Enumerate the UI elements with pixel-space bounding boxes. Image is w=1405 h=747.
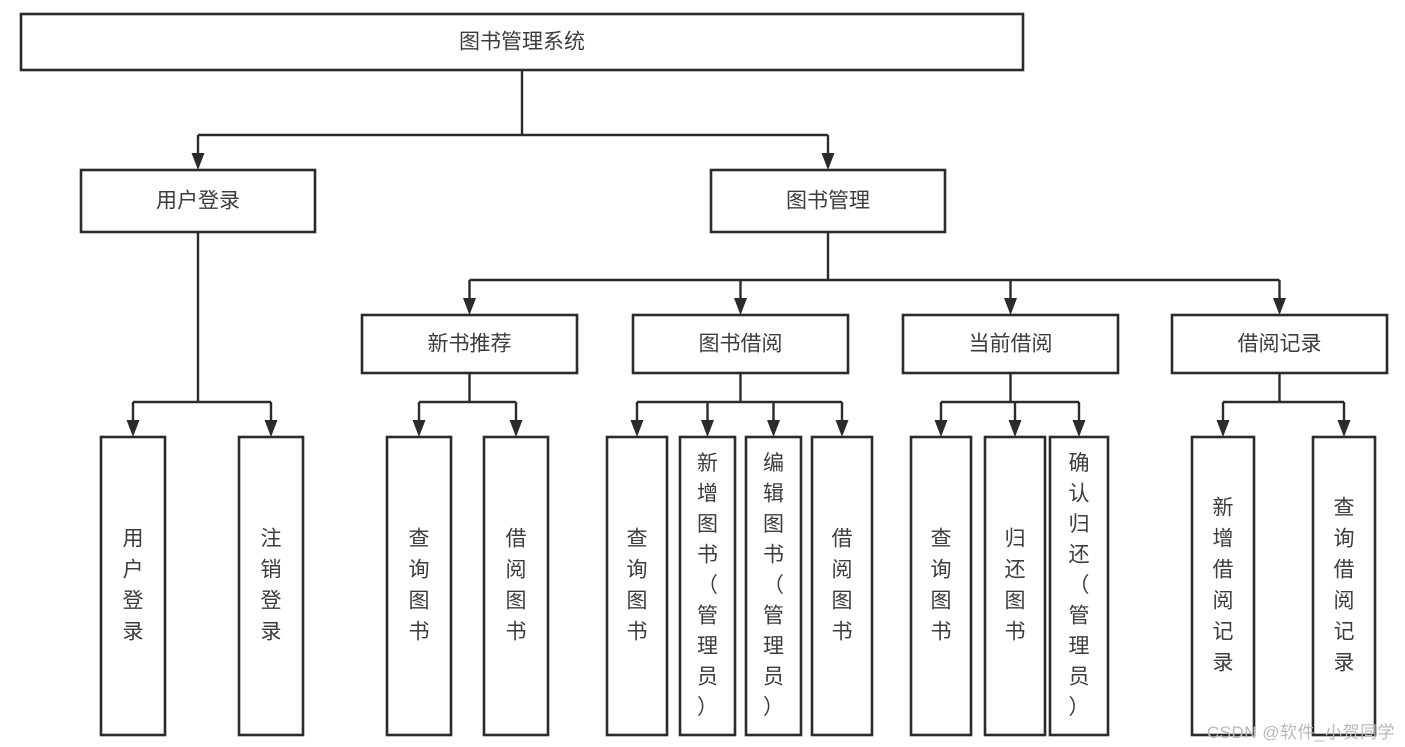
node-box-leaf-query-book-recommend[interactable] <box>385 435 453 737</box>
node-label-book-manage: 图书管理 <box>786 190 870 213</box>
node-label-leaf-return-book: 归还图书 <box>1005 527 1026 643</box>
arrow-head-icon <box>934 420 948 437</box>
node-box-book-borrow[interactable] <box>631 313 850 375</box>
node-box-leaf-add-book[interactable] <box>678 435 737 737</box>
node-box-leaf-query-book-borrow[interactable] <box>605 435 669 737</box>
node-book-manage[interactable]: 图书管理 <box>709 168 947 234</box>
node-leaf-borrow-book-recommend[interactable]: 借阅图书 <box>482 435 550 737</box>
node-leaf-query-book-borrow[interactable]: 查询图书 <box>605 435 669 737</box>
node-box-root[interactable] <box>19 12 1025 72</box>
node-label-book-borrow: 图书借阅 <box>699 333 783 356</box>
node-label-current-borrow: 当前借阅 <box>969 333 1053 356</box>
arrow-head-icon <box>1072 420 1086 437</box>
node-label-leaf-query-book-current: 查询图书 <box>931 527 952 643</box>
arrow-head-icon <box>630 420 644 437</box>
arrow-head-icon <box>767 420 780 437</box>
node-leaf-query-book-recommend[interactable]: 查询图书 <box>385 435 453 737</box>
node-box-new-book-recommend[interactable] <box>360 313 579 375</box>
node-box-leaf-query-borrow-record[interactable] <box>1311 435 1377 737</box>
node-box-leaf-edit-book[interactable] <box>744 435 803 737</box>
arrow-head-icon <box>821 153 835 170</box>
node-box-leaf-logout[interactable] <box>237 435 305 737</box>
node-box-current-borrow[interactable] <box>901 313 1120 375</box>
node-leaf-edit-book[interactable]: 编辑图书（管理员） <box>744 435 803 737</box>
arrow-head-icon <box>412 420 426 437</box>
node-borrow-record[interactable]: 借阅记录 <box>1170 313 1389 375</box>
connector-group-book-borrow <box>630 373 849 437</box>
node-label-leaf-query-borrow-record: 查询借阅记录 <box>1334 496 1355 674</box>
arrow-head-icon <box>1273 298 1286 315</box>
node-label-new-book-recommend: 新书推荐 <box>428 333 512 356</box>
node-root[interactable]: 图书管理系统 <box>19 12 1025 72</box>
connector-group-user-login <box>126 232 278 437</box>
arrow-head-icon <box>1216 420 1230 437</box>
node-label-leaf-confirm-return: 确认归还（管理员） <box>1069 452 1090 719</box>
node-box-leaf-borrow-book[interactable] <box>810 435 874 737</box>
node-label-leaf-logout: 注销登录 <box>261 527 282 643</box>
arrow-head-icon <box>463 298 476 315</box>
node-box-borrow-record[interactable] <box>1170 313 1389 375</box>
node-label-leaf-add-borrow-record: 新增借阅记录 <box>1213 496 1234 674</box>
node-box-user-login[interactable] <box>79 168 317 234</box>
node-label-leaf-user-login: 用户登录 <box>123 527 144 643</box>
arrow-head-icon <box>1004 298 1017 315</box>
arrow-head-icon <box>191 153 205 170</box>
node-current-borrow[interactable]: 当前借阅 <box>901 313 1120 375</box>
node-layer: 图书管理系统用户登录图书管理新书推荐图书借阅当前借阅借阅记录用户登录注销登录查询… <box>19 12 1389 737</box>
node-label-leaf-add-book: 新增图书（管理员） <box>697 452 718 719</box>
arrow-head-icon <box>734 298 747 315</box>
arrow-head-icon <box>264 420 278 437</box>
node-user-login[interactable]: 用户登录 <box>79 168 317 234</box>
node-leaf-confirm-return[interactable]: 确认归还（管理员） <box>1048 435 1110 737</box>
node-leaf-query-book-current[interactable]: 查询图书 <box>909 435 973 737</box>
node-label-leaf-borrow-book-recommend: 借阅图书 <box>506 527 527 643</box>
node-book-borrow[interactable]: 图书借阅 <box>631 313 850 375</box>
node-leaf-logout[interactable]: 注销登录 <box>237 435 305 737</box>
node-box-leaf-user-login[interactable] <box>99 435 167 737</box>
arrow-head-icon <box>126 420 140 437</box>
node-leaf-return-book[interactable]: 归还图书 <box>983 435 1047 737</box>
node-label-leaf-edit-book: 编辑图书（管理员） <box>763 452 784 719</box>
node-box-book-manage[interactable] <box>709 168 947 234</box>
node-label-root: 图书管理系统 <box>459 31 585 54</box>
node-box-leaf-return-book[interactable] <box>983 435 1047 737</box>
connector-group-book-manage <box>463 232 1286 315</box>
arrow-head-icon <box>1337 420 1351 437</box>
node-box-leaf-query-book-current[interactable] <box>909 435 973 737</box>
node-leaf-add-borrow-record[interactable]: 新增借阅记录 <box>1190 435 1256 737</box>
connector-group-borrow-record <box>1216 373 1351 437</box>
node-label-borrow-record: 借阅记录 <box>1238 333 1322 356</box>
node-leaf-user-login[interactable]: 用户登录 <box>99 435 167 737</box>
node-label-user-login: 用户登录 <box>156 190 240 213</box>
connector-group-current-borrow <box>934 373 1086 437</box>
connector-group-new-book-recommend <box>412 373 523 437</box>
node-box-leaf-add-borrow-record[interactable] <box>1190 435 1256 737</box>
node-new-book-recommend[interactable]: 新书推荐 <box>360 313 579 375</box>
node-leaf-add-book[interactable]: 新增图书（管理员） <box>678 435 737 737</box>
node-box-leaf-borrow-book-recommend[interactable] <box>482 435 550 737</box>
node-leaf-query-borrow-record[interactable]: 查询借阅记录 <box>1311 435 1377 737</box>
connector-group-root <box>191 70 835 170</box>
node-label-leaf-query-book-recommend: 查询图书 <box>409 527 430 643</box>
arrow-head-icon <box>1008 420 1022 437</box>
node-label-leaf-query-book-borrow: 查询图书 <box>627 527 648 643</box>
arrow-head-icon <box>835 420 849 437</box>
node-leaf-borrow-book[interactable]: 借阅图书 <box>810 435 874 737</box>
node-label-leaf-borrow-book: 借阅图书 <box>832 527 853 643</box>
node-box-leaf-confirm-return[interactable] <box>1048 435 1110 737</box>
connector-layer <box>126 70 1351 437</box>
arrow-head-icon <box>701 420 714 437</box>
arrow-head-icon <box>509 420 523 437</box>
